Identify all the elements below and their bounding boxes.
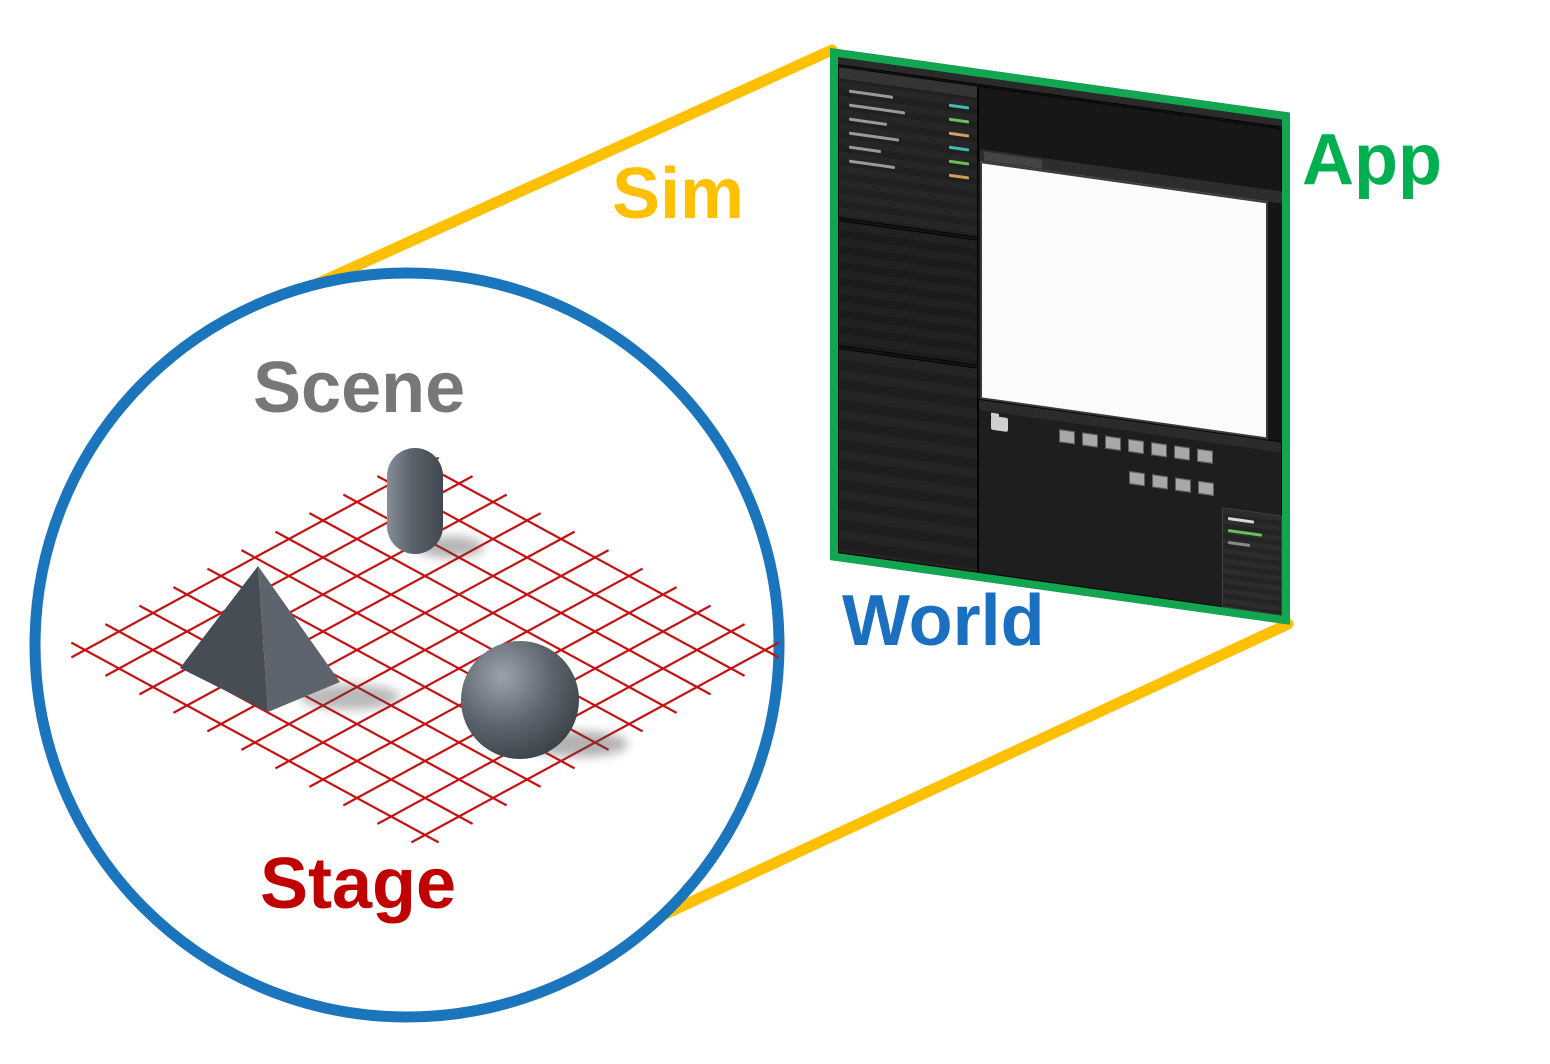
- property-row: [1228, 540, 1250, 548]
- stage-tree-panel: [838, 66, 978, 238]
- sphere-shape: [461, 641, 579, 759]
- folder-icon: [991, 415, 1008, 433]
- properties-panel: [1222, 507, 1282, 616]
- asset-thumbnail: [1059, 429, 1075, 445]
- asset-thumbnail: [1082, 432, 1098, 448]
- label-sim: Sim: [612, 154, 745, 234]
- asset-thumbnail: [1129, 471, 1145, 487]
- pyramid-left-face: [180, 566, 268, 712]
- property-row: [1228, 528, 1262, 537]
- label-scene: Scene: [253, 348, 466, 428]
- asset-thumbnail: [1174, 445, 1190, 461]
- asset-thumbnail: [1152, 474, 1168, 490]
- asset-thumbnail: [1128, 438, 1144, 455]
- sim-beam-top: [306, 44, 838, 292]
- asset-thumbnail-row: [1129, 471, 1214, 496]
- property-row: [1228, 516, 1254, 524]
- label-world: World: [842, 581, 1045, 661]
- asset-thumbnail: [1198, 480, 1214, 496]
- label-app: App: [1302, 120, 1442, 200]
- asset-thumbnail: [1197, 448, 1213, 464]
- asset-thumbnail: [1105, 435, 1121, 451]
- asset-thumbnail: [1151, 442, 1167, 458]
- sim-beam-bottom: [642, 618, 1294, 928]
- pyramid-shadow: [300, 684, 400, 710]
- left-panel-bottom: [838, 348, 978, 573]
- asset-thumbnail: [1175, 477, 1191, 493]
- app-screenshot: [830, 48, 1290, 625]
- capsule-shape: [387, 448, 443, 554]
- label-stage: Stage: [260, 844, 457, 924]
- left-panel-mid: [838, 220, 978, 366]
- world-circle: [29, 267, 785, 1023]
- viewport-canvas: [980, 161, 1268, 440]
- pyramid-right-face: [258, 566, 340, 712]
